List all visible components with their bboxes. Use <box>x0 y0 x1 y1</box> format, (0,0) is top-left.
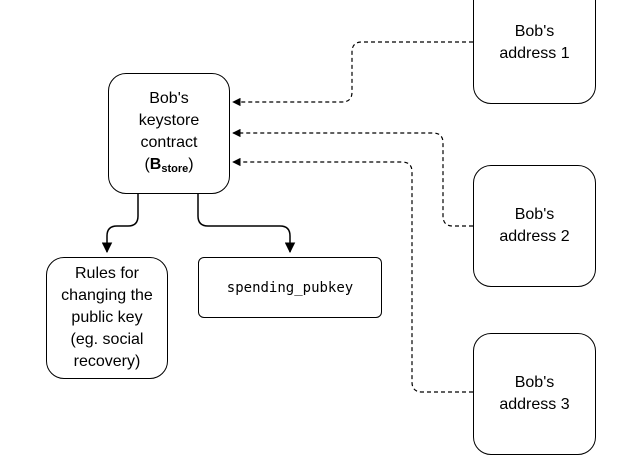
address-3-label-line2: address 3 <box>499 396 570 413</box>
spending-pubkey-label: spending_pubkey <box>226 279 354 296</box>
keystore-symbol: B <box>149 155 162 173</box>
rules-box: Rules for changing the public key (eg. s… <box>46 257 168 379</box>
rules-label-line2: changing the <box>61 287 153 304</box>
address-3-label-line1: Bob's <box>514 374 555 391</box>
rules-label-line1: Rules for <box>74 265 140 282</box>
connector-keystore-to-pubkey <box>197 194 296 254</box>
address-3-box: Bob's address 3 <box>473 333 596 455</box>
diagram-canvas <box>101 41 473 393</box>
keystore-contract-box: Bob's keystore contract (Bstore) <box>108 73 230 194</box>
rules-label-line4: (eg. social <box>70 331 144 348</box>
connector-address2-to-keystore <box>232 128 473 227</box>
address-1-box: Bob's address 1 <box>473 0 596 104</box>
connector-address1-to-keystore <box>232 41 473 107</box>
address-2-box: Bob's address 2 <box>473 165 596 287</box>
keystore-label-line2: keystore <box>138 111 200 129</box>
spending-pubkey-box: spending_pubkey <box>198 257 382 318</box>
keystore-label-line4: (Bstore) <box>144 154 193 180</box>
address-2-label-line1: Bob's <box>514 206 555 223</box>
connector-address3-to-keystore <box>232 157 473 393</box>
keystore-label-line1: Bob's <box>149 89 189 107</box>
rules-label-line3: public key <box>71 309 143 326</box>
address-1-label-line1: Bob's <box>514 23 555 40</box>
keystore-subscript: store <box>161 162 189 175</box>
address-2-label-line2: address 2 <box>499 228 570 245</box>
keystore-paren-open: ( <box>144 155 150 173</box>
rules-label-line5: recovery) <box>73 353 141 370</box>
keystore-label-line3: contract <box>140 133 198 151</box>
keystore-paren-close: ) <box>188 155 194 173</box>
connector-keystore-to-rules <box>101 194 139 254</box>
address-1-label-line2: address 1 <box>499 45 570 62</box>
